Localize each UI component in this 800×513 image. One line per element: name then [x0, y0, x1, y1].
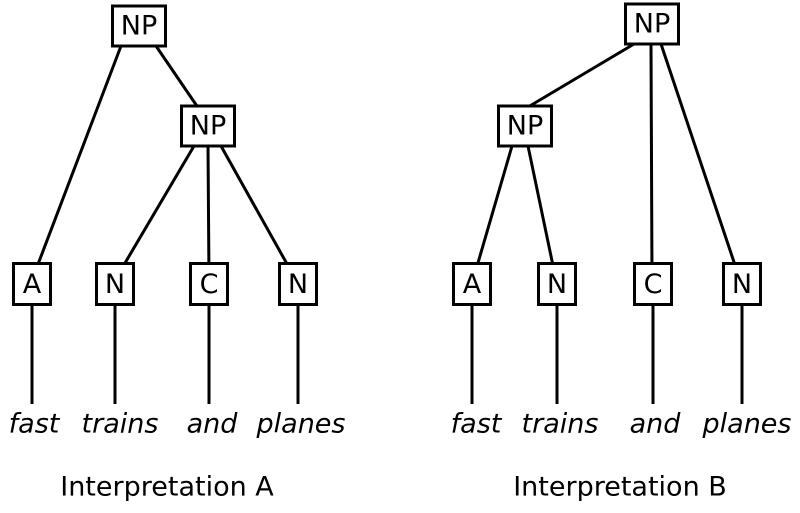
- tree-b-caption: Interpretation B: [513, 471, 727, 503]
- tree-b-root-np-node: NP: [624, 2, 680, 46]
- tree-a-root-np-node: NP: [111, 4, 167, 48]
- tree-b-word-planes: planes: [702, 408, 792, 440]
- tree-a-word-fast: fast: [8, 408, 60, 440]
- edge-b-root-to-n2: [659, 43, 742, 281]
- tree-b-inner-np-node: NP: [497, 104, 553, 148]
- tree-b-leaf-node-n2: N: [722, 262, 762, 306]
- tree-b-leaf-node-c: C: [633, 262, 673, 306]
- edge-b-root-to-c: [649, 43, 654, 281]
- tree-a-leaf-node-a: A: [12, 262, 52, 306]
- tree-b-word-and: and: [629, 408, 681, 440]
- edge-a-inner-np-to-n1: [113, 145, 196, 281]
- edge-b-inner-np-to-n1: [526, 145, 558, 281]
- edge-a-root-to-inner-np: [154, 45, 203, 113]
- tree-a-word-trains: trains: [81, 408, 159, 440]
- tree-a-leaf-node-n2: N: [278, 262, 318, 306]
- tree-a-inner-np-node: NP: [180, 104, 236, 148]
- edge-b-root-to-inner-np: [522, 42, 635, 112]
- tree-a-leaf-node-n1: N: [95, 262, 135, 306]
- edge-a-inner-np-to-n2: [219, 145, 298, 281]
- tree-a-caption: Interpretation A: [60, 471, 274, 503]
- tree-b-leaf-node-a: A: [452, 262, 492, 306]
- tree-b-word-trains: trains: [521, 408, 599, 440]
- edge-a-inner-np-to-c: [206, 145, 211, 281]
- edge-a-root-to-a: [30, 45, 123, 281]
- tree-a-word-planes: planes: [256, 408, 346, 440]
- tree-a-leaf-node-c: C: [189, 262, 229, 306]
- edge-b-inner-np-to-a: [471, 145, 514, 281]
- tree-b-leaf-node-n1: N: [537, 262, 577, 306]
- tree-b-word-fast: fast: [450, 408, 502, 440]
- tree-a-word-and: and: [186, 408, 238, 440]
